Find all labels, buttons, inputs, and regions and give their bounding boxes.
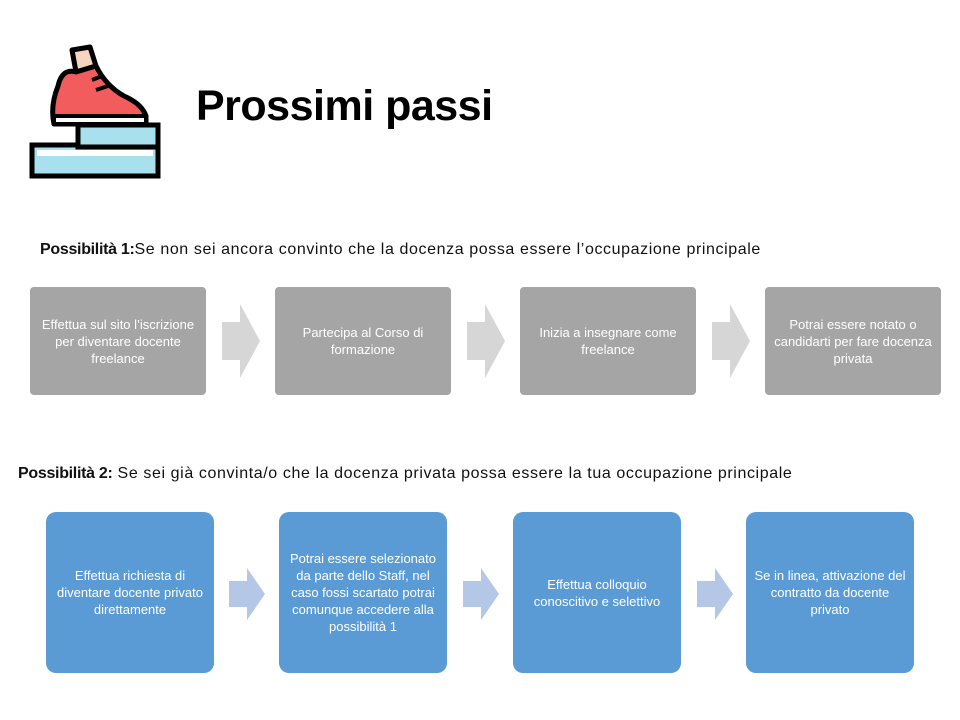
arrow-right-icon: [697, 568, 733, 620]
option2-step-4: Se in linea, attivazione del contratto d…: [746, 512, 914, 673]
shoe-climbing-stairs-icon: [29, 44, 161, 179]
option2-step-3: Effettua colloquio conoscitivo e seletti…: [513, 512, 681, 673]
option1-step-1: Effettua sul sito l’iscrizione per diven…: [30, 287, 206, 395]
page-title: Prossimi passi: [196, 82, 493, 130]
arrow-right-icon: [463, 568, 499, 620]
option1-label: Possibilità 1:: [40, 241, 135, 258]
arrow-right-icon: [712, 304, 750, 378]
option2-label: Possibilità 2:: [18, 465, 113, 482]
option2-heading: Possibilità 2: Se sei già convinta/o che…: [18, 465, 792, 483]
option1-step-3: Inizia a insegnare come freelance: [520, 287, 696, 395]
option1-step-2: Partecipa al Corso di formazione: [275, 287, 451, 395]
option2-step-2: Potrai essere selezionato da parte dello…: [279, 512, 447, 673]
option2-step-1: Effettua richiesta di diventare docente …: [46, 512, 214, 673]
option1-step-4: Potrai essere notato o candidarti per fa…: [765, 287, 941, 395]
option2-text: Se sei già convinta/o che la docenza pri…: [117, 465, 793, 482]
arrow-right-icon: [222, 304, 260, 378]
arrow-right-icon: [229, 568, 265, 620]
arrow-right-icon: [467, 304, 505, 378]
option1-text: Se non sei ancora convinto che la docenz…: [134, 241, 761, 258]
option1-heading: Possibilità 1:Se non sei ancora convinto…: [40, 241, 761, 259]
